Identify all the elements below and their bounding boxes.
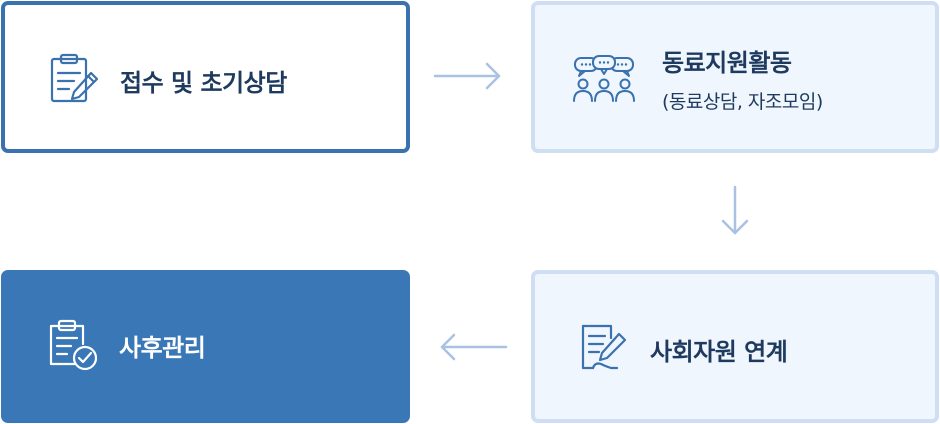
- step-box-follow-up: 사후관리: [1, 270, 410, 423]
- clipboard-pencil-icon: [50, 53, 99, 103]
- arrow-right-icon: [433, 62, 501, 90]
- step-label: 사회자원 연계: [650, 338, 788, 366]
- group-chat-icon: [573, 55, 635, 102]
- arrow-left-icon: [440, 333, 508, 361]
- step-label: 동료지원활동: [662, 49, 792, 77]
- step-box-intake: 접수 및 초기상담: [1, 1, 410, 153]
- step-box-resource-link: 사회자원 연계: [531, 270, 939, 423]
- clipboard-check-icon: [49, 319, 98, 371]
- step-sublabel: (동료상담, 자조모임): [662, 91, 823, 113]
- step-label: 사후관리: [119, 334, 206, 362]
- arrow-down-icon: [721, 185, 749, 235]
- document-pen-icon: [581, 324, 627, 370]
- step-label: 접수 및 초기상담: [120, 69, 287, 97]
- step-box-peer-support: 동료지원활동 (동료상담, 자조모임): [531, 1, 939, 153]
